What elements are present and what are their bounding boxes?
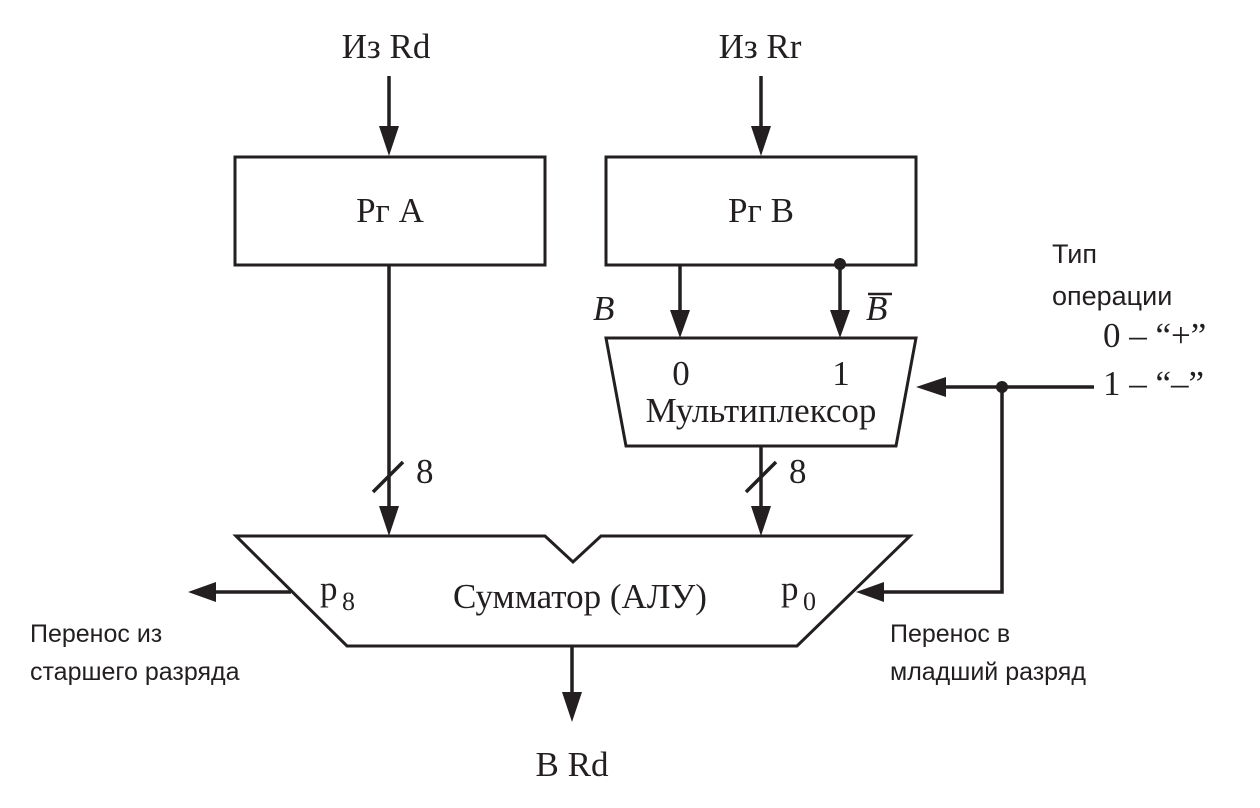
arrowhead-reg-a-in — [379, 126, 399, 156]
bus-width-slash-left — [371, 460, 405, 494]
arrowhead-mux-in-0 — [670, 310, 690, 338]
arrowhead-alu-in-right — [751, 506, 771, 536]
carry-out-label-line1: Перенос из — [30, 620, 162, 648]
arrowhead-mux-select — [916, 377, 946, 397]
alu-carry-low-group: p 0 — [781, 569, 816, 616]
operation-option-add: 0 – “+” — [1103, 316, 1206, 355]
arrowhead-carry-out — [188, 582, 216, 602]
signal-b-inv-group: B — [866, 289, 892, 328]
op-carry-in-line — [882, 387, 1004, 594]
register-b-label: Рг В — [728, 191, 794, 230]
arrowhead-reg-b-in — [751, 126, 771, 156]
mux-input-1-label: 1 — [832, 354, 850, 393]
alu-carry-high-group: p 8 — [320, 569, 355, 616]
arrowhead-output — [562, 692, 582, 722]
bus-width-right-label: 8 — [789, 452, 807, 491]
operation-title-line1: Тип — [1052, 239, 1097, 269]
input-from-rd-label: Из Rd — [342, 27, 431, 66]
output-label: В Rd — [536, 745, 609, 784]
alu-carry-low-label: p — [781, 569, 799, 608]
operation-option-sub: 1 – “–” — [1103, 364, 1204, 403]
carry-in-label-line2: младший разряд — [890, 658, 1086, 686]
register-a-box — [233, 155, 547, 267]
carry-in-label-line1: Перенос в — [890, 620, 1010, 648]
operation-title-line2: операции — [1052, 281, 1172, 311]
carry-out-label-line2: старшего разряда — [30, 658, 240, 686]
multiplexer-shape — [604, 336, 918, 448]
multiplexer-label: Мультиплексор — [646, 391, 877, 430]
arrowhead-mux-in-1 — [830, 310, 850, 338]
arrowhead-carry-in — [856, 582, 884, 602]
signal-b-label: B — [593, 289, 614, 328]
alu-shape — [232, 534, 914, 648]
signal-b-inv-label: B — [866, 289, 887, 328]
alu-label: Сумматор (АЛУ) — [453, 577, 707, 616]
arrowhead-alu-in-left — [379, 506, 399, 536]
alu-carry-high-label: p — [320, 569, 338, 608]
bus-width-slash-right — [744, 460, 778, 494]
alu-carry-high-sub: 8 — [342, 587, 355, 616]
register-a-label: Рг А — [356, 191, 425, 230]
mux-input-0-label: 0 — [672, 354, 690, 393]
input-from-rr-label: Из Rr — [719, 27, 802, 66]
junction-dot-reg-b — [834, 258, 846, 270]
register-b-box — [604, 155, 918, 267]
bus-width-left-label: 8 — [416, 452, 434, 491]
alu-carry-low-sub: 0 — [803, 587, 816, 616]
